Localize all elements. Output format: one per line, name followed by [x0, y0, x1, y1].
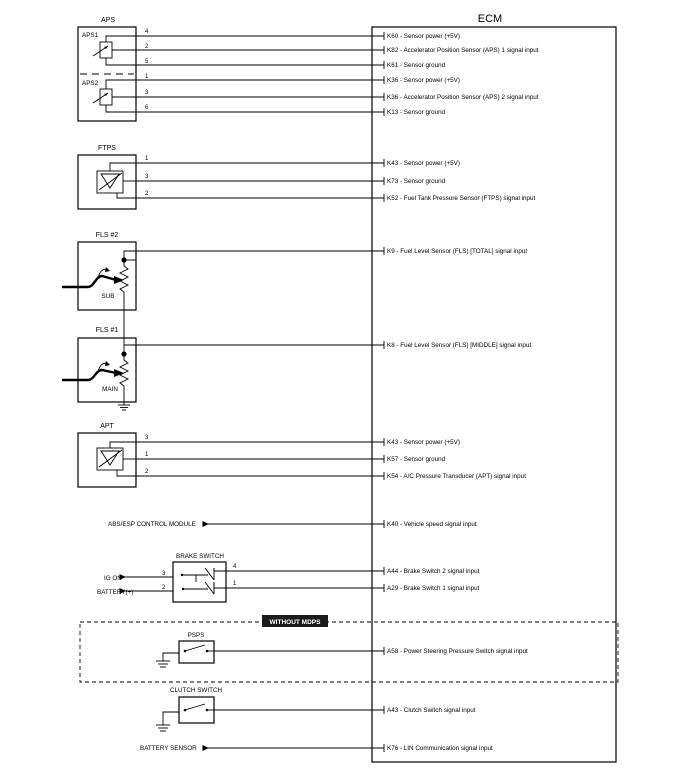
ecm-terminal-k73: K73 - Sensor ground	[387, 178, 446, 185]
apt-pin-1: 3	[145, 435, 149, 441]
ftps-pin-3: 2	[145, 191, 149, 197]
fls1-main-label: MAIN	[102, 386, 118, 393]
apt-sensor: APT 3 1 2	[77, 423, 384, 488]
without-mdps-region: WITHOUT MDPS	[79, 615, 619, 683]
battery-plus-label: BATTERY(+)	[97, 589, 133, 596]
aps-pin-6: 6	[145, 105, 149, 111]
brake-right-pin-2: 1	[233, 581, 237, 587]
ecm-terminal-k43b: K43 - Sensor power (+5V)	[387, 439, 460, 446]
ecm-terminal-k8: K8 - Fuel Level Sensor (FLS) [MIDDLE] si…	[387, 342, 531, 349]
psps-title: PSPS	[188, 632, 205, 639]
fls2-title: FLS #2	[96, 232, 119, 239]
ecm-terminal-k40: K40 - Vehicle speed signal input	[387, 521, 477, 528]
ig-on-label: IG ON	[104, 575, 122, 582]
aps-pin-4: 1	[145, 74, 149, 80]
aps2-label: APS2	[82, 80, 99, 87]
apt-pin-3: 2	[145, 469, 149, 475]
ecm-terminal-k61: K61 - Sensor ground	[387, 62, 446, 69]
aps-pin-1: 4	[145, 29, 149, 35]
aps1-label: APS1	[82, 32, 99, 39]
ecm-terminal-k76: K76 - LIN Communication signal input	[387, 745, 493, 752]
ftps-pin-2: 3	[145, 174, 149, 180]
without-mdps-banner: WITHOUT MDPS	[270, 619, 322, 626]
ecm-terminal-k36a: K36 - Sensor power (+5V)	[387, 77, 460, 84]
abs-esp-link: ABS/ESP CONTROL MODULE	[108, 520, 384, 528]
ecm-block: ECM	[371, 13, 617, 763]
ecm-terminal-list: K60 - Sensor power (+5V) K82 - Accelerato…	[383, 32, 539, 752]
apt-title: APT	[100, 423, 114, 430]
brake-switch-title: BRAKE SWITCH	[176, 553, 224, 560]
ecm-terminal-a44: A44 - Brake Switch 2 signal input	[387, 568, 480, 575]
psps-switch: PSPS	[156, 632, 384, 668]
ecm-terminal-k36b: K36 - Accelerator Position Sensor (APS) …	[387, 94, 539, 101]
brake-left-pin-2: 2	[162, 585, 166, 591]
fls1-sensor: FLS #1 MAIN	[62, 312, 384, 411]
ecm-terminal-k57: K57 - Sensor ground	[387, 456, 446, 463]
battery-sensor-link: BATTERY SENSOR	[140, 744, 384, 752]
aps-pin-5: 3	[145, 90, 149, 96]
aps-title: APS	[101, 17, 115, 24]
aps-sensor: APS APS1 APS2	[77, 17, 137, 122]
abs-esp-label: ABS/ESP CONTROL MODULE	[108, 521, 196, 528]
ecm-terminal-k43a: K43 - Sensor power (+5V)	[387, 160, 460, 167]
ecm-terminal-k82: K82 - Accelerator Position Sensor (APS) …	[387, 47, 539, 54]
ftps-pin-1: 1	[145, 156, 149, 162]
brake-left-pin-1: 3	[162, 571, 166, 577]
brake-right-pin-1: 4	[233, 564, 237, 570]
aps-wires: 4 2 5 1 3 6	[136, 29, 384, 113]
ecm-terminal-a58: A58 - Power Steering Pressure Switch sig…	[387, 648, 528, 655]
ftps-sensor: FTPS 1 3 2	[77, 145, 384, 210]
battery-sensor-label: BATTERY SENSOR	[140, 745, 197, 752]
ecm-terminal-k9: K9 - Fuel Level Sensor (FLS) [TOTAL] sig…	[387, 248, 527, 255]
ecm-terminal-a29: A29 - Brake Switch 1 signal input	[387, 585, 480, 592]
clutch-switch-title: CLUTCH SWITCH	[170, 687, 223, 694]
ecm-terminal-k54: K54 - A/C Pressure Transducer (APT) sign…	[387, 473, 526, 480]
aps-pin-3: 5	[145, 59, 149, 65]
clutch-switch: CLUTCH SWITCH	[156, 687, 384, 732]
apt-pin-2: 1	[145, 452, 149, 458]
aps-pin-2: 2	[145, 44, 149, 50]
brake-switch: BRAKE SWITCH IG ON BATTERY(+) 3 2 4 1	[97, 553, 384, 603]
ecm-terminal-a43: A43 - Clutch Switch signal input	[387, 707, 476, 714]
ftps-title: FTPS	[98, 145, 116, 152]
ecm-title: ECM	[478, 13, 502, 25]
ecm-terminal-k60: K60 - Sensor power (+5V)	[387, 33, 460, 40]
fls1-title: FLS #1	[96, 327, 119, 334]
fls2-sensor: FLS #2 SUB	[62, 232, 384, 312]
ecm-terminal-k52: K52 - Fuel Tank Pressure Sensor (FTPS) s…	[387, 195, 536, 202]
fls2-sub-label: SUB	[102, 293, 115, 300]
ecm-terminal-k13: K13 - Sensor ground	[387, 109, 446, 116]
